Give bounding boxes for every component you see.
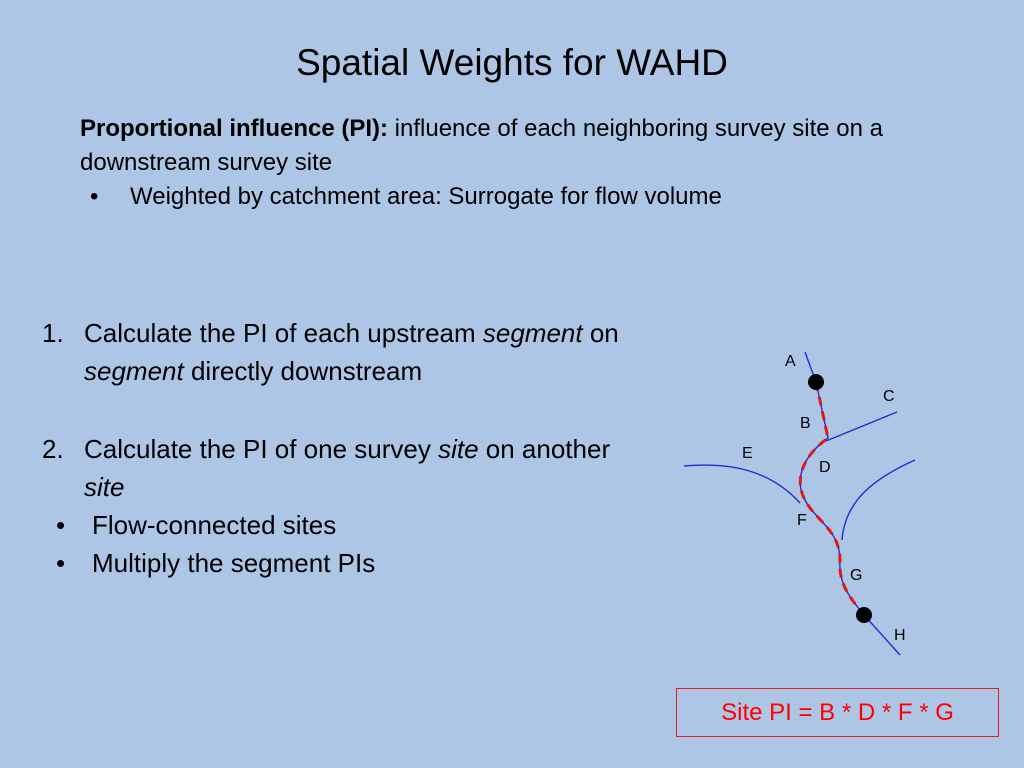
step-number: 2. <box>42 434 64 464</box>
intro-bullet-text: Weighted by catchment area: Surrogate fo… <box>130 183 722 210</box>
sub-item-text: Flow-connected sites <box>92 510 337 540</box>
step-text-part: on <box>582 318 619 348</box>
label-h: H <box>894 627 906 644</box>
steps-list: 1. Calculate the PI of each upstream seg… <box>42 314 622 582</box>
label-d: D <box>819 459 831 476</box>
label-g: G <box>850 567 862 584</box>
pi-definition-text: influence of each neighboring survey sit… <box>80 115 884 176</box>
step-text-italic: segment <box>84 356 184 386</box>
pi-definition: Proportional influence (PI): influence o… <box>80 112 980 180</box>
step-number: 1. <box>42 318 64 348</box>
label-a: A <box>785 353 796 370</box>
stream-segment-h <box>863 614 901 656</box>
intro-block: Proportional influence (PI): influence o… <box>80 112 980 214</box>
stream-segment-e <box>683 464 801 504</box>
pi-term: Proportional influence (PI): <box>80 115 389 142</box>
sub-item-2: • Multiply the segment PIs <box>42 544 622 582</box>
step-text-italic: site <box>84 472 125 502</box>
step-text-part: on another <box>478 434 611 464</box>
site-pi-formula-box: Site PI = B * D * F * G <box>676 688 999 737</box>
intro-bullet: • Weighted by catchment area: Surrogate … <box>80 180 980 214</box>
sub-item-1: • Flow-connected sites <box>42 506 622 544</box>
step-text-italic: segment <box>482 318 583 348</box>
bullet-marker: • <box>90 183 99 210</box>
stream-segment-c <box>825 411 898 442</box>
label-b: B <box>800 415 811 432</box>
step-text: Calculate the PI of one survey site on a… <box>84 434 610 502</box>
step-1: 1. Calculate the PI of each upstream seg… <box>42 314 622 390</box>
site-pi-formula: Site PI = B * D * F * G <box>721 698 954 726</box>
bullet-marker: • <box>56 510 66 540</box>
step-text: Calculate the PI of each upstream segmen… <box>84 318 619 386</box>
bullet-marker: • <box>56 548 66 578</box>
survey-site-upstream <box>808 374 824 390</box>
step-text-part: Calculate the PI of one survey <box>84 434 439 464</box>
step-text-italic: site <box>438 434 479 464</box>
sub-item-text: Multiply the segment PIs <box>92 548 376 578</box>
step-text-part: directly downstream <box>183 356 423 386</box>
label-c: C <box>883 388 895 405</box>
flow-path-dashed <box>798 381 866 616</box>
stream-lines <box>683 351 916 656</box>
label-e: E <box>742 445 753 462</box>
step-text-part: Calculate the PI of each upstream <box>84 318 483 348</box>
survey-site-downstream <box>856 607 872 623</box>
slide-title: Spatial Weights for WAHD <box>296 42 728 83</box>
step-2: 2. Calculate the PI of one survey site o… <box>42 430 622 506</box>
label-f: F <box>797 512 807 529</box>
stream-segment-tributary <box>841 459 916 541</box>
